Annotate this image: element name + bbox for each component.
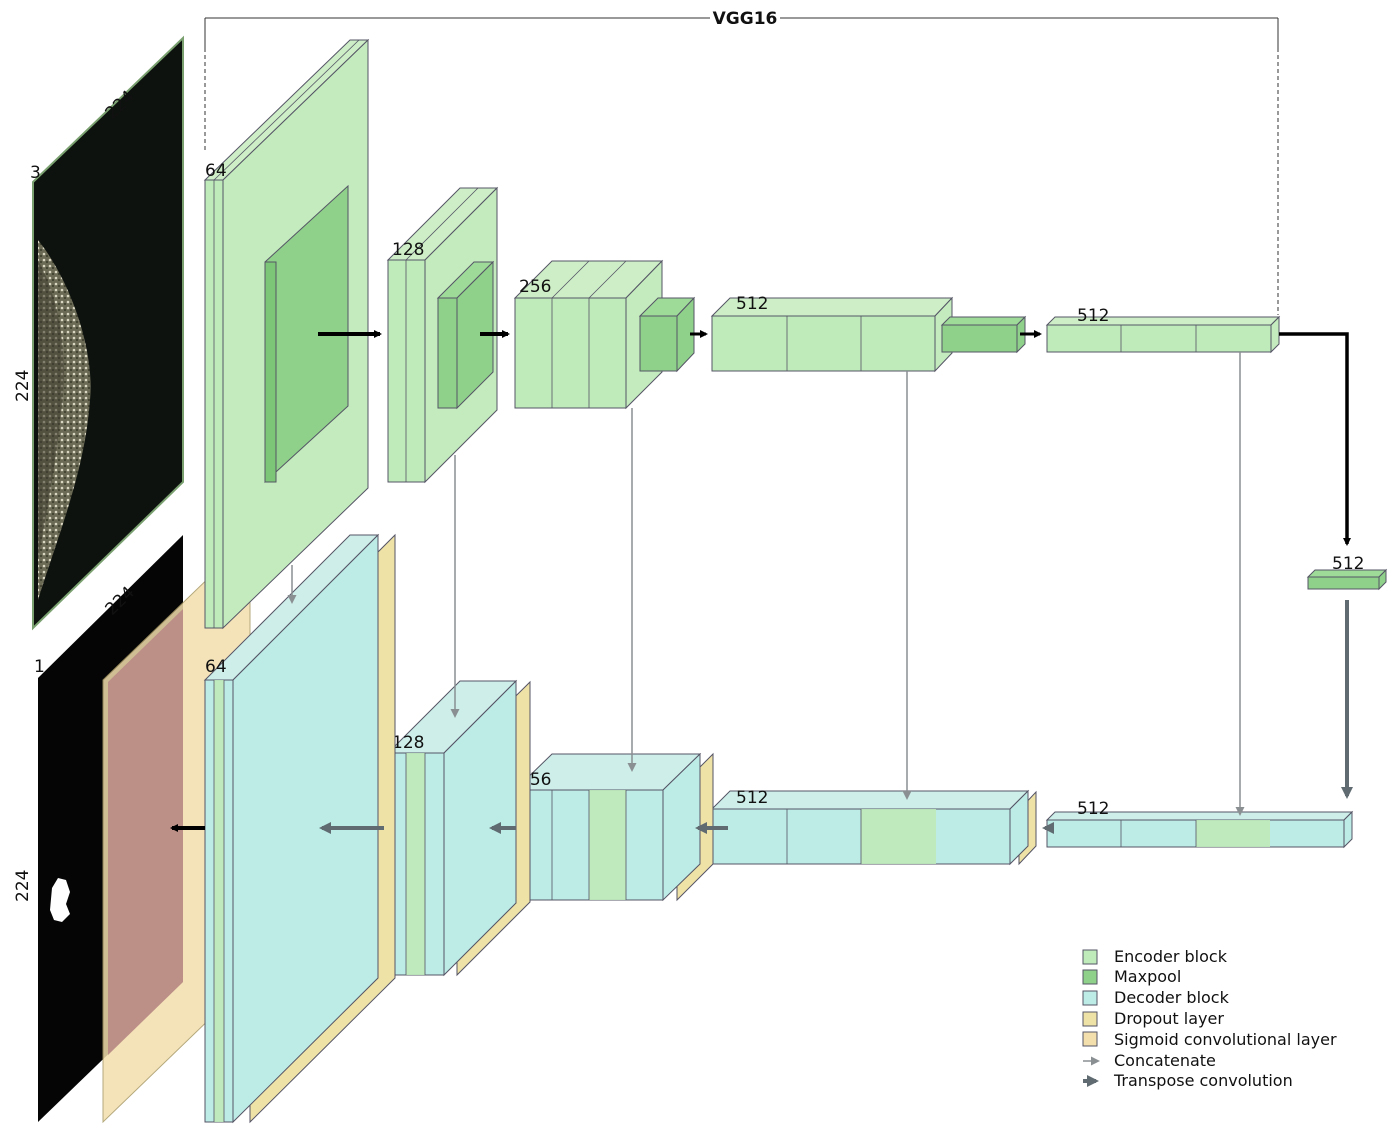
decoder-block-512-a bbox=[710, 789, 1030, 866]
legend-sigmoid-label: Sigmoid convolutional layer bbox=[1114, 1030, 1337, 1049]
legend: Encoder block Maxpool Decoder block Drop… bbox=[1082, 947, 1337, 1090]
transpose-conv-arrows bbox=[170, 600, 1353, 834]
dec1-label: 64 bbox=[205, 657, 227, 677]
decoder-block-512-b bbox=[1045, 810, 1354, 849]
bottleneck-maxpool bbox=[1306, 568, 1388, 591]
encoder-flow-arrows bbox=[318, 330, 1351, 546]
legend-maxpool-label: Maxpool bbox=[1114, 967, 1181, 986]
dec5-label: 512 bbox=[1077, 799, 1109, 819]
output-height-label: 224 bbox=[13, 870, 33, 902]
vgg16-bracket: VGG16 bbox=[204, 9, 1279, 315]
legend-encoder-label: Encoder block bbox=[1114, 947, 1228, 966]
enc1-label: 64 bbox=[205, 161, 227, 181]
encoder-block-512-b bbox=[1045, 315, 1281, 354]
input-height-label: 224 bbox=[13, 370, 33, 402]
input-image bbox=[32, 35, 184, 631]
decoder-block-256 bbox=[513, 752, 702, 902]
legend-swatch-encoder bbox=[1082, 949, 1098, 965]
legend-swatch-maxpool bbox=[1082, 969, 1098, 985]
dec4-label: 512 bbox=[736, 788, 768, 808]
maxpool-2 bbox=[436, 260, 495, 410]
bottleneck-label: 512 bbox=[1332, 554, 1364, 574]
vgg16-label: VGG16 bbox=[713, 9, 778, 29]
decoder-block-64 bbox=[203, 533, 380, 1124]
enc2-label: 128 bbox=[392, 240, 424, 260]
maxpool-1 bbox=[264, 184, 349, 484]
legend-dropout-label: Dropout layer bbox=[1114, 1009, 1224, 1028]
legend-swatch-decoder bbox=[1082, 990, 1098, 1006]
legend-decoder-label: Decoder block bbox=[1114, 988, 1230, 1007]
output-channels-label: 1 bbox=[34, 657, 45, 677]
legend-transpose-label: Transpose convolution bbox=[1113, 1071, 1293, 1090]
input-channels-label: 3 bbox=[30, 163, 41, 183]
concatenate-arrows bbox=[287, 352, 1245, 816]
legend-swatch-dropout bbox=[1082, 1011, 1098, 1027]
maxpool-4 bbox=[940, 315, 1027, 354]
legend-swatch-sigmoid bbox=[1082, 1031, 1098, 1047]
encoder-block-512-a bbox=[710, 296, 954, 373]
dec2-label: 128 bbox=[392, 733, 424, 753]
enc5-label: 512 bbox=[1077, 306, 1109, 326]
maxpool-3 bbox=[638, 296, 696, 373]
enc4-label: 512 bbox=[736, 294, 768, 314]
legend-concat-label: Concatenate bbox=[1114, 1051, 1216, 1070]
enc3-label: 256 bbox=[519, 277, 551, 297]
